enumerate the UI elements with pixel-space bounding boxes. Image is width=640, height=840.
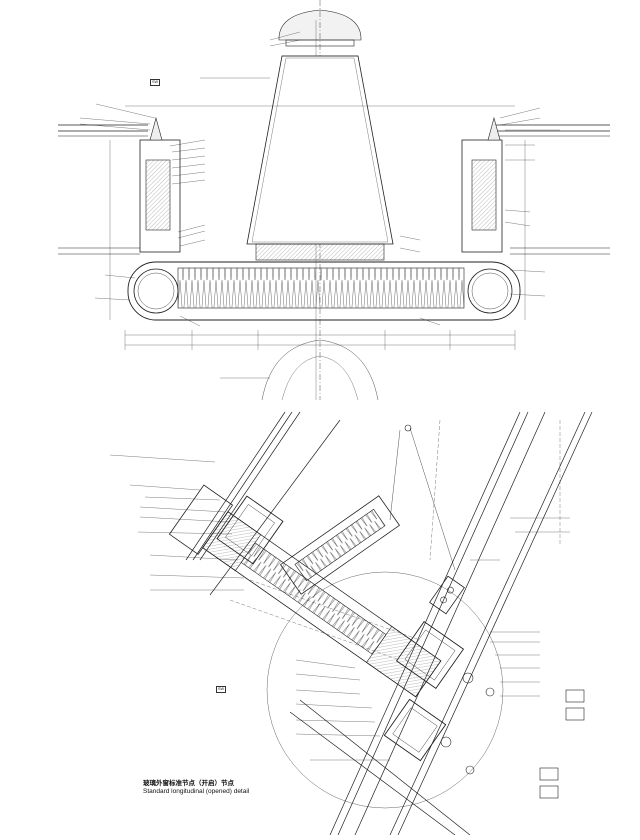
right-mullion-frame [461,139,503,253]
detail-leaders [109,454,570,761]
upper-joint [216,495,284,565]
left-leaders [79,103,206,327]
plan-section [58,0,610,401]
rotation-circle [266,571,504,809]
detail-tag: SW [216,686,227,693]
tapered-fin-inner [251,57,389,243]
right-circle [467,268,513,314]
main-joint [395,620,465,690]
lower-arc [261,339,379,401]
plan-tag: SW [150,79,161,86]
left-insulation [145,159,171,231]
motor-unit [429,575,465,615]
beam-core [177,267,465,309]
right-leaders [269,31,560,326]
left-circle [133,268,179,314]
drawing-title-en: Standard longitudinal (opened) detail [143,788,250,795]
detail-section [109,411,593,836]
fin-foot [255,243,385,261]
open-vent-panel [279,495,401,595]
lower-joint [383,698,447,762]
right-insulation [471,159,497,231]
bolts [440,672,585,799]
drawing-title-cn: 玻璃外窗标准节点（开启）节点 [143,780,234,787]
bottom-beam [127,261,521,321]
